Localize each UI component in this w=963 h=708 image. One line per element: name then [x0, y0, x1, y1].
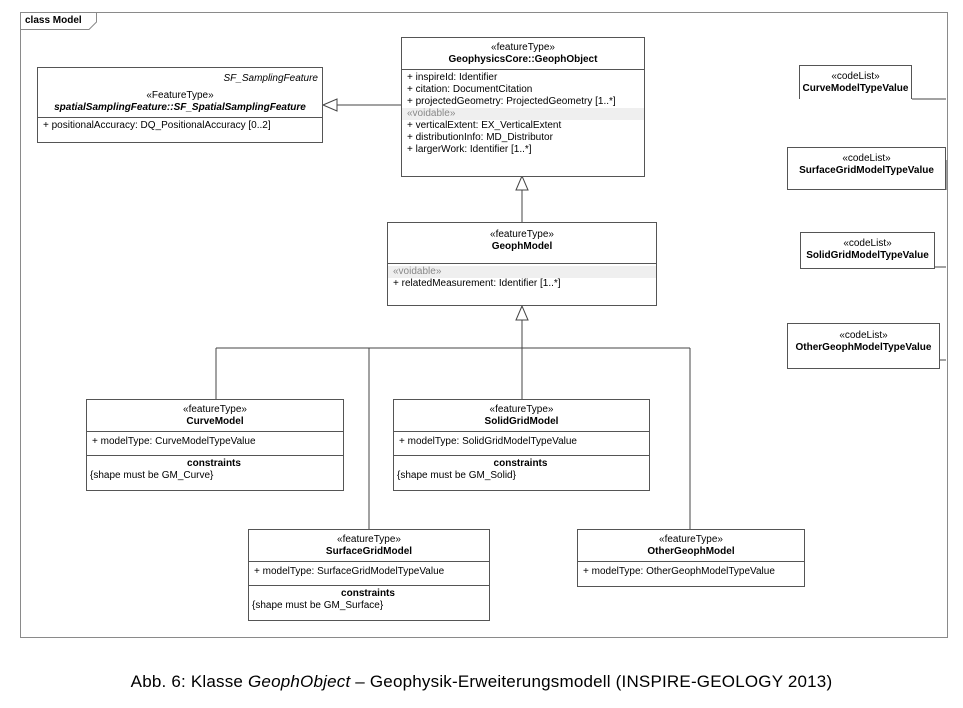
class-othergeophmodel[interactable]: «featureType» OtherGeophModel + modelTyp… [577, 529, 805, 587]
constraint: {shape must be GM_Curve} [90, 470, 214, 481]
voidable-label: «voidable» [402, 108, 644, 120]
attribute: + modelType: SurfaceGridModelTypeValue [254, 566, 445, 577]
class-name: SurfaceGridModelTypeValue [799, 165, 934, 176]
attribute: + relatedMeasurement: Identifier [1..*] [393, 278, 561, 289]
constraint: {shape must be GM_Surface} [252, 600, 384, 611]
constraints-title: constraints [341, 588, 395, 599]
frame-tab [21, 13, 97, 30]
generalization-arrow-geophobject [515, 174, 529, 191]
attribute: + verticalExtent: EX_VerticalExtent [407, 120, 562, 131]
attribute: + distributionInfo: MD_Distributor [407, 132, 553, 143]
voidable-label: «voidable» [388, 266, 656, 278]
stereotype: «featureType» [183, 404, 247, 415]
class-name: SolidGridModelTypeValue [806, 250, 929, 261]
generalization-arrow-sampling [321, 98, 338, 112]
class-name: CurveModelTypeValue [802, 83, 909, 94]
constraint: {shape must be GM_Solid} [397, 470, 516, 481]
codelist-othergeophmodeltypevalue[interactable]: «codeList» OtherGeophModelTypeValue [787, 323, 940, 369]
generalization-arrow-geophmodel [515, 304, 529, 321]
attribute: + projectedGeometry: ProjectedGeometry [… [407, 96, 616, 107]
class-name: SurfaceGridModel [325, 546, 413, 557]
diagram-frame: class Model [20, 12, 948, 638]
codelist-solidgridmodeltypevalue[interactable]: «codeList» SolidGridModelTypeValue [800, 232, 935, 269]
class-name: spatialSamplingFeature::SF_SpatialSampli… [54, 102, 306, 113]
frame-label: class Model [25, 15, 82, 26]
stereotype: «FeatureType» [146, 90, 214, 101]
attribute: + modelType: CurveModelTypeValue [92, 436, 256, 447]
class-name: SolidGridModel [484, 416, 559, 427]
stereotype: «codeList» [842, 153, 891, 164]
caption-italic: GeophObject [248, 672, 351, 691]
class-name: GeophysicsCore::GeophObject [448, 54, 598, 65]
figure-caption: Abb. 6: Klasse GeophObject – Geophysik-E… [0, 672, 963, 692]
class-solidgridmodel[interactable]: «featureType» SolidGridModel + modelType… [393, 399, 650, 491]
stereotype: «featureType» [337, 534, 401, 545]
attribute: + modelType: OtherGeophModelTypeValue [583, 566, 775, 577]
constraints-title: constraints [493, 458, 548, 469]
caption-suffix: – Geophysik-Erweiterungsmodell (INSPIRE-… [350, 672, 833, 691]
attribute: + inspireId: Identifier [407, 72, 498, 83]
attribute: + largerWork: Identifier [1..*] [407, 144, 532, 155]
stereotype: «featureType» [490, 229, 554, 240]
attribute: + citation: DocumentCitation [407, 84, 533, 95]
class-surfacegridmodel[interactable]: «featureType» SurfaceGridModel + modelTy… [248, 529, 490, 621]
stereotype: «codeList» [831, 71, 880, 82]
class-name: GeophModel [491, 241, 553, 252]
superclass-label: SF_SamplingFeature [223, 73, 319, 84]
attribute: + modelType: SolidGridModelTypeValue [399, 436, 577, 447]
stereotype: «codeList» [839, 330, 888, 341]
constraints-title: constraints [187, 458, 241, 469]
stereotype: «codeList» [843, 238, 892, 249]
class-name: CurveModel [186, 416, 244, 427]
class-geophobject[interactable]: «featureType» GeophysicsCore::GeophObjec… [401, 37, 645, 177]
attribute: + positionalAccuracy: DQ_PositionalAccur… [43, 120, 271, 131]
stereotype: «featureType» [659, 534, 723, 545]
stereotype: «featureType» [489, 404, 554, 415]
class-sf-spatial-sampling-feature[interactable]: SF_SamplingFeature «FeatureType» spatial… [37, 67, 323, 143]
class-curvemodel[interactable]: «featureType» CurveModel + modelType: Cu… [86, 399, 344, 491]
codelist-curvemodeltypevalue[interactable]: «codeList» CurveModelTypeValue [799, 65, 912, 99]
stereotype: «featureType» [491, 42, 555, 53]
class-geophmodel[interactable]: «featureType» GeophModel «voidable» + re… [387, 222, 657, 306]
caption-prefix: Abb. 6: Klasse [130, 672, 248, 691]
codelist-surfacegridmodeltypevalue[interactable]: «codeList» SurfaceGridModelTypeValue [787, 147, 946, 190]
class-name: OtherGeophModelTypeValue [795, 342, 932, 353]
class-name: OtherGeophModel [647, 546, 735, 557]
